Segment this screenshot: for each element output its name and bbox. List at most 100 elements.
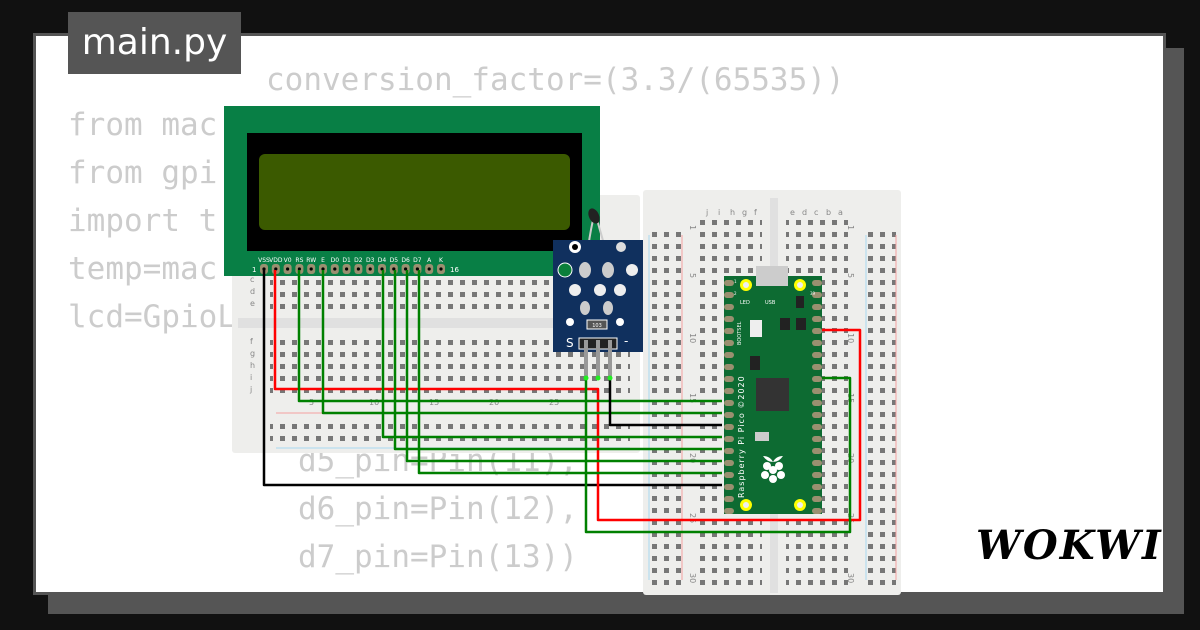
code-line: from mac: [68, 107, 218, 143]
pico-pin: [812, 376, 822, 382]
row-label: 25: [688, 513, 697, 523]
row-label: 5: [688, 273, 697, 278]
pico-pin: [812, 508, 822, 514]
pico-pin: [724, 484, 734, 490]
pico-pin: [812, 328, 822, 334]
lcd-pin-hole: [368, 267, 372, 271]
pico-pin: [812, 352, 822, 358]
file-tab: main.py: [68, 12, 241, 74]
row-label: 10: [846, 333, 855, 343]
column-label: 15: [429, 398, 439, 407]
pico-pin: [812, 460, 822, 466]
lcd-pin-label: D1: [342, 257, 351, 264]
lcd-pin-hole: [415, 267, 419, 271]
pico-pin: [724, 340, 734, 346]
pico-pin: [724, 424, 734, 430]
pico-pin: [724, 448, 734, 454]
column-label: g: [742, 208, 747, 217]
pin39-label: 39: [810, 291, 816, 296]
pico-pin: [724, 304, 734, 310]
pico-pin: [724, 280, 734, 286]
lcd-pin-hole: [262, 267, 266, 271]
wire-sensor-gnd: [608, 378, 722, 427]
wire-d7: [417, 270, 722, 475]
wire-rs: [297, 270, 722, 403]
lcd-pin-label: VDD: [269, 257, 283, 264]
pico-pin: [812, 388, 822, 394]
row-label: g: [250, 349, 255, 358]
lcd-pin-label: V0: [284, 257, 292, 264]
lcd-pin-label: D2: [354, 257, 363, 264]
column-label: f: [754, 208, 757, 217]
column-label: 20: [489, 398, 499, 407]
wire-d4: [381, 270, 722, 439]
pico-pin: [812, 496, 822, 502]
pico-pin: [724, 352, 734, 358]
pico-pin: [724, 436, 734, 442]
bootsel-label: BOOTSEL: [737, 321, 743, 345]
usb-label: USB: [765, 300, 776, 306]
lcd-pin-label: VSS: [258, 257, 270, 264]
lcd-pin-first-label: 1: [252, 266, 256, 274]
column-label: h: [730, 208, 735, 217]
pico-pin: [812, 472, 822, 478]
row-label: 30: [846, 573, 855, 583]
lcd-pin-label: K: [439, 257, 444, 264]
pico-pin: [724, 388, 734, 394]
ntc-temperature-sensor[interactable]: 103 S -: [553, 207, 643, 381]
lcd-pin-hole: [380, 267, 384, 271]
lcd-pin-label: D5: [390, 257, 399, 264]
row-label: h: [250, 361, 255, 370]
lcd-pin-hole: [321, 267, 325, 271]
pico-pin: [724, 292, 734, 298]
row-label: 30: [688, 573, 697, 583]
row-label: 1: [688, 225, 697, 230]
code-background: from mac from gpi import t temp=mac lcd=Gpio…: [36, 36, 1163, 592]
row-label: d: [250, 287, 255, 296]
lcd-pin-last-label: 16: [450, 266, 459, 274]
pico-pin: [724, 412, 734, 418]
wire-vss: [262, 270, 722, 487]
lcd-pin-label: D6: [401, 257, 410, 264]
column-label: c: [814, 208, 818, 217]
code-line: from gpi: [68, 155, 218, 191]
wire-sensor-signal: [584, 376, 852, 534]
pico-pin: [812, 364, 822, 370]
pico-pin: [724, 400, 734, 406]
resistor-label: 103: [592, 323, 602, 329]
pico-pin: [724, 472, 734, 478]
pico-pin: [812, 436, 822, 442]
pico-pin: [724, 496, 734, 502]
raspberry-pi-pico[interactable]: Raspberry Pi Pico ©2020 BOOTSEL LED USB …: [724, 266, 822, 514]
pin1-label: 1: [734, 279, 737, 284]
column-label: i: [718, 208, 720, 217]
code-line: lcd=GpioL: [68, 299, 236, 335]
lcd-pin-hole: [356, 267, 360, 271]
code-line: temp=mac: [68, 251, 218, 287]
lcd-pin-hole: [345, 267, 349, 271]
pico-pin: [812, 412, 822, 418]
lcd-pin-hole: [333, 267, 337, 271]
column-label: a: [838, 208, 843, 217]
pico-pin: [724, 328, 734, 334]
pico-pin: [724, 364, 734, 370]
pico-pin: [812, 304, 822, 310]
column-label: e: [790, 208, 795, 217]
lcd-pin-hole: [427, 267, 431, 271]
code-line: import t: [68, 203, 218, 239]
row-label: f: [250, 337, 253, 346]
pico-pin: [812, 400, 822, 406]
wire-d5: [393, 270, 722, 451]
row-label: e: [250, 299, 255, 308]
pico-board-label: Raspberry Pi Pico ©2020: [737, 375, 746, 498]
lcd-pin-label: RS: [295, 257, 303, 264]
pico-pin: [724, 316, 734, 322]
row-label: c: [250, 275, 254, 284]
lcd-pin-hole: [404, 267, 408, 271]
pico-pin: [812, 448, 822, 454]
row-label: 15: [688, 393, 697, 403]
row-label: 5: [846, 273, 855, 278]
pico-pin: [812, 484, 822, 490]
